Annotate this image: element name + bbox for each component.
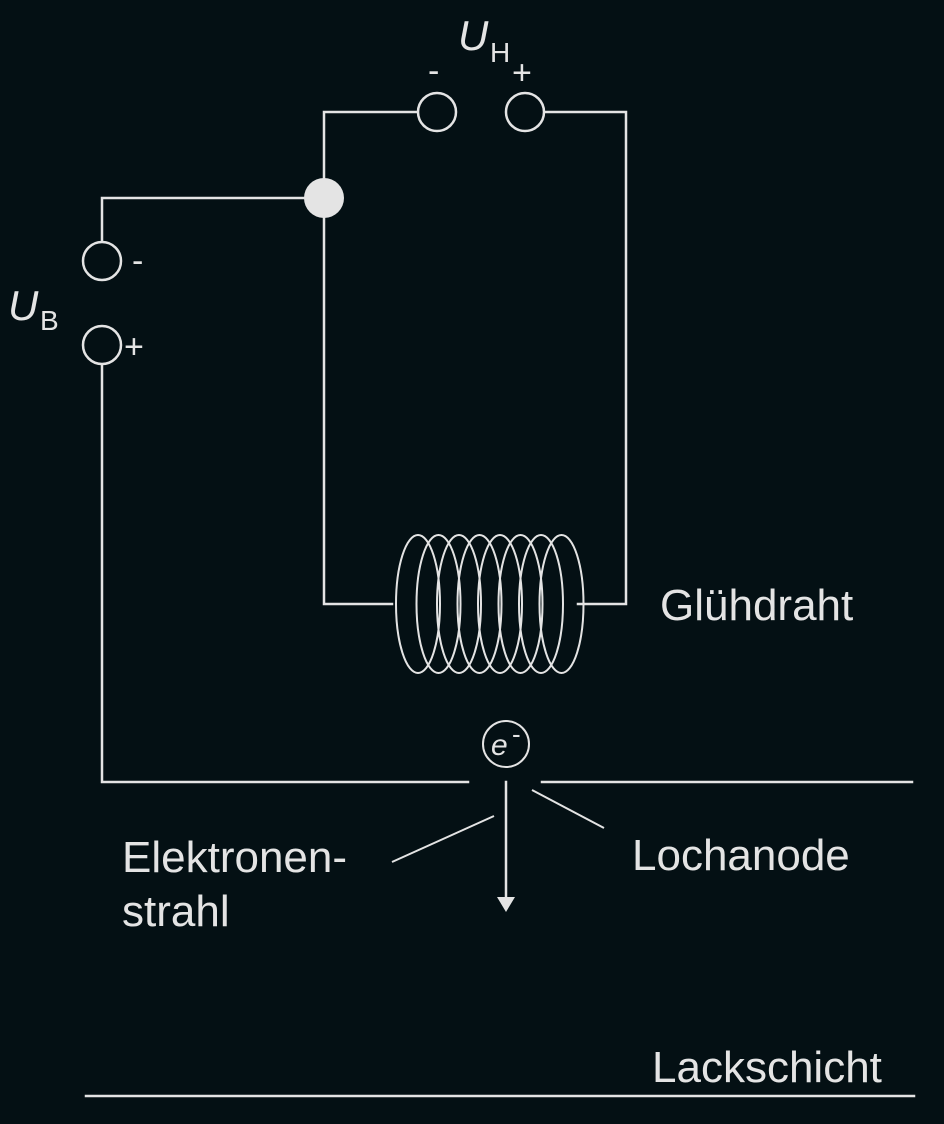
beam-voltage-subscript: B (40, 305, 59, 336)
wire-heater-right (542, 110, 628, 606)
coil-turn (518, 534, 564, 674)
terminal-heater-plus (504, 91, 546, 133)
beam-plus-sign: + (124, 328, 144, 366)
coil-turn (436, 534, 482, 674)
beam-minus-sign: - (132, 242, 143, 280)
electron-charge: - (512, 719, 521, 749)
anode-label: Lochanode (632, 831, 850, 880)
heater-minus-sign: - (428, 52, 439, 90)
wire-beam-plus (100, 362, 470, 784)
coating-label: Lackschicht (652, 1043, 882, 1092)
coil-turn (477, 534, 523, 674)
wire-beam-minus (100, 196, 326, 244)
coil-turn (538, 534, 585, 674)
filament-label: Glühdraht (660, 581, 853, 630)
wire-heater-left (322, 110, 420, 606)
heater-plus-sign: + (512, 54, 532, 92)
coil-turn (415, 534, 462, 674)
leader-anode (531, 789, 605, 829)
beam-label-line1: Elektronen- (122, 833, 347, 882)
junction-dot (304, 178, 344, 218)
beam-label-line2: strahl (122, 887, 230, 936)
coil-turn (497, 534, 544, 674)
terminal-heater-minus (416, 91, 458, 133)
heater-voltage-symbol: U (458, 12, 489, 59)
leader-beam (391, 815, 495, 863)
terminal-beam-plus (81, 324, 123, 366)
beam-voltage-symbol: U (8, 282, 39, 329)
terminal-beam-minus (81, 240, 123, 282)
electron-symbol: e (491, 729, 508, 762)
beam-arrow-head (497, 897, 515, 912)
filament-coil (395, 534, 585, 674)
electron-circle (482, 720, 530, 768)
coil-turn (395, 534, 441, 674)
heater-voltage-subscript: H (490, 37, 510, 68)
coil-turn (456, 534, 503, 674)
